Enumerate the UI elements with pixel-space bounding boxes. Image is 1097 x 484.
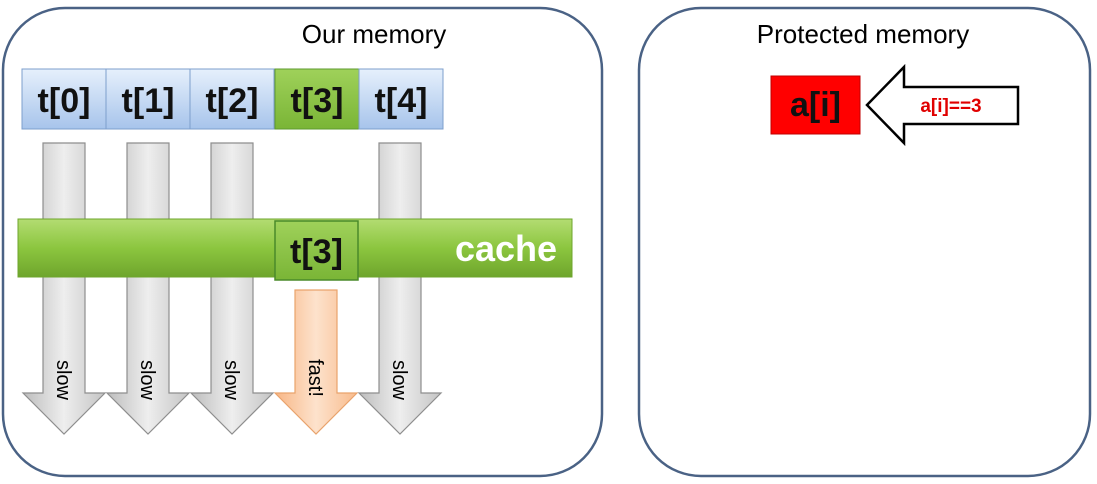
arrow-label-0: slow (52, 360, 74, 401)
memory-cell-label-0: t[0] (38, 82, 91, 120)
slow-arrow-4 (357, 142, 443, 435)
memory-cell-3 (274, 68, 360, 130)
cache-entry-box (274, 220, 359, 281)
protected-memory-panel (637, 6, 1092, 478)
our-memory-title: Our memory (302, 19, 446, 49)
memory-cell-4 (358, 68, 444, 130)
memory-cell-1 (105, 68, 191, 130)
arrow-label-1: slow (136, 360, 158, 401)
arrow-label-4: slow (388, 360, 410, 401)
protected-memory-title: Protected memory (757, 19, 969, 49)
memory-cell-label-1: t[1] (122, 82, 175, 120)
fast-arrow-3 (273, 289, 359, 435)
hint-label: a[i]==3 (920, 96, 981, 117)
memory-cell-label-2: t[2] (206, 82, 259, 120)
cache-entry-label: t[3] (290, 233, 343, 271)
slow-arrow-1 (105, 142, 191, 435)
slow-arrow-0 (21, 142, 107, 435)
memory-cell-0 (21, 68, 107, 130)
memory-cell-2 (189, 68, 275, 130)
arrow-label-3: fast! (304, 359, 326, 397)
arrow-label-2: slow (220, 360, 242, 401)
cache-label: cache (455, 228, 557, 269)
memory-cell-label-3: t[3] (291, 82, 344, 120)
slow-arrow-2 (189, 142, 275, 435)
secret-value-box (770, 75, 861, 135)
memory-cell-label-4: t[4] (375, 82, 428, 120)
secret-value-label: a[i] (790, 86, 841, 124)
hint-arrow (865, 63, 1020, 147)
